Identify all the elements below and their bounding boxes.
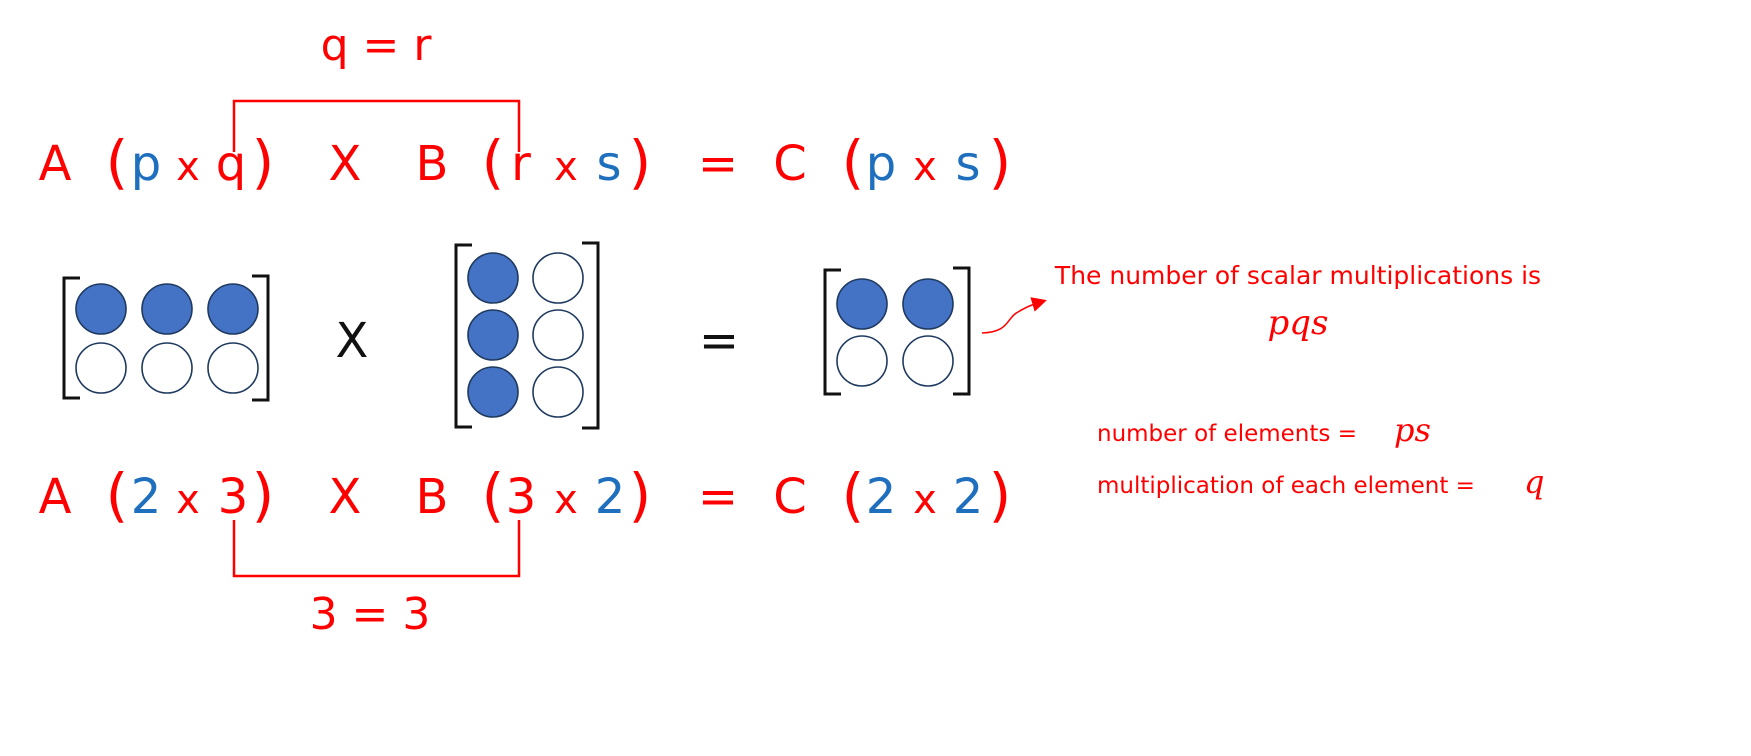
curved-arrow bbox=[981, 297, 1047, 334]
matrix-b-cell-empty bbox=[532, 309, 584, 361]
numeric-b-rows: 3 bbox=[506, 469, 537, 525]
matrix-c bbox=[823, 266, 971, 396]
visual-equals-sign: = bbox=[699, 313, 739, 369]
symbolic-times-operator: X bbox=[329, 136, 362, 192]
symbolic-c-cols: s bbox=[955, 136, 980, 192]
matrix-b-cell-empty bbox=[532, 252, 584, 304]
symbolic-c-rows: p bbox=[866, 136, 896, 192]
numeric-c-open-paren: ( bbox=[842, 461, 865, 529]
symbolic-b-rows: r bbox=[511, 136, 531, 192]
matrix-a-cells bbox=[75, 283, 259, 394]
numeric-b-cols: 2 bbox=[595, 469, 626, 525]
symbolic-equation: A ( p x q ) X B ( r x s ) = C ( p x s ) bbox=[39, 128, 1012, 196]
symbolic-equals: = bbox=[698, 136, 738, 192]
numeric-c-cols: 2 bbox=[953, 469, 984, 525]
numeric-matrix-b-name: B bbox=[416, 469, 449, 525]
numeric-c-rows: 2 bbox=[866, 469, 897, 525]
scalar-multiplications-formula: pqs bbox=[1268, 303, 1329, 343]
matrix-a-cell-filled bbox=[207, 283, 259, 335]
numeric-a-times: x bbox=[176, 477, 200, 523]
symbolic-matrix-c-name: C bbox=[773, 136, 807, 192]
matrix-c-cell-empty bbox=[836, 335, 888, 387]
symbolic-a-close-paren: ) bbox=[252, 128, 275, 196]
matrix-a-cell-empty bbox=[75, 342, 127, 394]
matrix-a-cell-empty bbox=[207, 342, 259, 394]
symbolic-c-times: x bbox=[913, 144, 937, 190]
symbolic-a-cols: q bbox=[216, 136, 246, 192]
numeric-c-close-paren: ) bbox=[989, 461, 1012, 529]
numeric-a-cols: 3 bbox=[218, 469, 249, 525]
symbolic-matrix-a-name: A bbox=[39, 136, 72, 192]
top-bracket bbox=[232, 99, 521, 152]
bottom-bracket bbox=[232, 520, 521, 578]
top-constraint-label: q = r bbox=[321, 20, 433, 71]
symbolic-a-rows: p bbox=[131, 136, 161, 192]
numeric-a-rows: 2 bbox=[131, 469, 162, 525]
symbolic-a-times: x bbox=[176, 144, 200, 190]
numeric-b-times: x bbox=[554, 477, 578, 523]
matrix-a-cell-filled bbox=[75, 283, 127, 335]
elements-text: number of elements = bbox=[1097, 421, 1357, 447]
numeric-matrix-a-name: A bbox=[39, 469, 72, 525]
symbolic-c-close-paren: ) bbox=[989, 128, 1012, 196]
matrix-b-cells bbox=[467, 252, 584, 418]
matrix-a-cell-filled bbox=[141, 283, 193, 335]
symbolic-matrix-b-name: B bbox=[416, 136, 449, 192]
visual-times-sign: X bbox=[336, 313, 369, 369]
matrix-a bbox=[62, 274, 270, 402]
matrix-b bbox=[454, 241, 600, 430]
matrix-b-cell-filled bbox=[467, 252, 519, 304]
symbolic-a-open-paren: ( bbox=[106, 128, 129, 196]
bottom-constraint-label: 3 = 3 bbox=[310, 589, 431, 640]
matrix-b-left-bracket bbox=[454, 243, 472, 429]
matrix-c-left-bracket bbox=[823, 268, 841, 396]
symbolic-b-times: x bbox=[554, 144, 578, 190]
numeric-a-close-paren: ) bbox=[252, 461, 275, 529]
numeric-c-times: x bbox=[913, 477, 937, 523]
matrix-b-cell-filled bbox=[467, 309, 519, 361]
matrix-c-cell-empty bbox=[902, 335, 954, 387]
numeric-times-operator: X bbox=[329, 469, 362, 525]
elements-formula: ps bbox=[1394, 411, 1431, 449]
numeric-b-open-paren: ( bbox=[482, 461, 505, 529]
numeric-a-open-paren: ( bbox=[106, 461, 129, 529]
matrix-c-right-bracket bbox=[953, 266, 971, 396]
scalar-multiplications-text: The number of scalar multiplications is bbox=[1054, 261, 1541, 290]
matrix-a-left-bracket bbox=[62, 276, 80, 400]
matrix-c-cell-filled bbox=[836, 278, 888, 330]
symbolic-c-open-paren: ( bbox=[842, 128, 865, 196]
each-element-formula: q bbox=[1524, 463, 1544, 501]
numeric-equals: = bbox=[698, 469, 738, 525]
symbolic-b-cols: s bbox=[596, 136, 621, 192]
matrix-b-right-bracket bbox=[582, 241, 600, 430]
numeric-matrix-c-name: C bbox=[773, 469, 807, 525]
symbolic-b-open-paren: ( bbox=[482, 128, 505, 196]
matrix-a-cell-empty bbox=[141, 342, 193, 394]
numeric-equation: A ( 2 x 3 ) X B ( 3 x 2 ) = C ( 2 x 2 ) bbox=[39, 461, 1012, 529]
symbolic-b-close-paren: ) bbox=[629, 128, 652, 196]
matrix-c-cell-filled bbox=[902, 278, 954, 330]
matrix-c-cells bbox=[836, 278, 954, 387]
matrix-a-right-bracket bbox=[252, 274, 270, 402]
matrix-b-cell-empty bbox=[532, 366, 584, 418]
numeric-b-close-paren: ) bbox=[629, 461, 652, 529]
matrix-b-cell-filled bbox=[467, 366, 519, 418]
each-element-text: multiplication of each element = bbox=[1097, 473, 1475, 499]
